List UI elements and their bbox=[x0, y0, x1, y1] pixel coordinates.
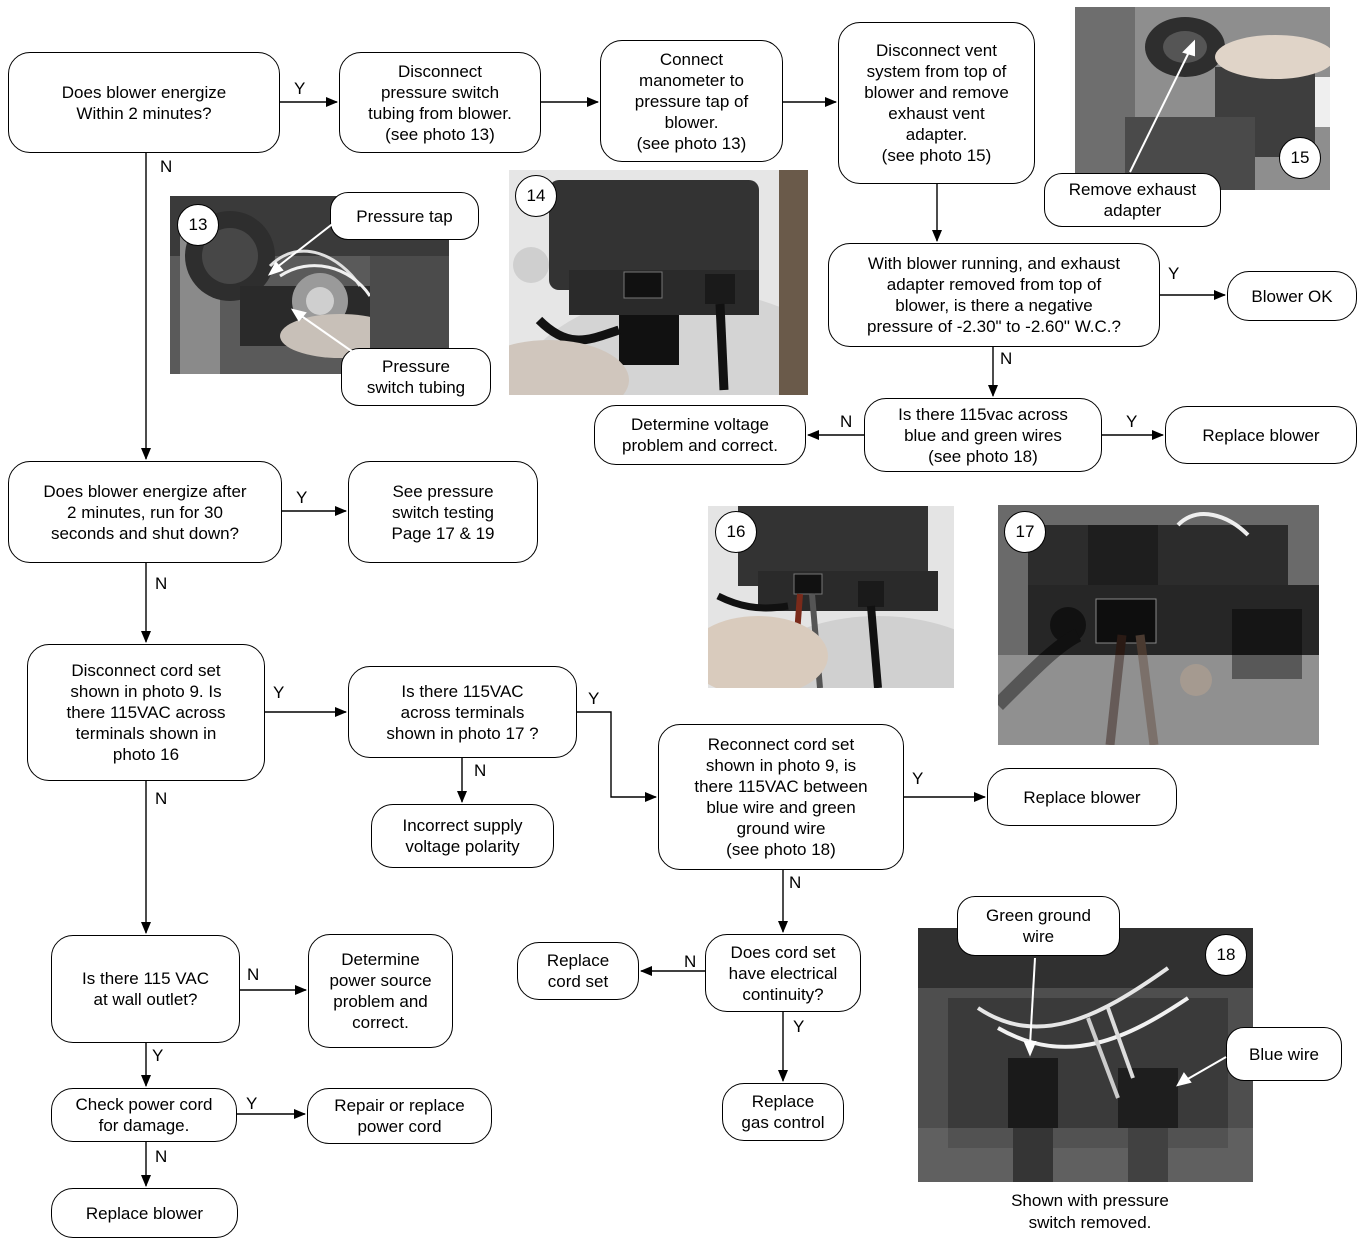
node-blower-ok: Blower OK bbox=[1227, 271, 1357, 321]
photo-18 bbox=[918, 928, 1253, 1182]
node-repair-power-cord: Repair or replace power cord bbox=[307, 1088, 492, 1144]
edge-label-no: N bbox=[1000, 349, 1013, 368]
node-replace-blower-1: Replace blower bbox=[1165, 406, 1357, 464]
node-determine-power-source: Determine power source problem and corre… bbox=[308, 934, 453, 1048]
edge-label-yes: Y bbox=[273, 683, 285, 702]
edge-label-yes: Y bbox=[588, 689, 600, 708]
edge-label-yes: Y bbox=[793, 1017, 805, 1036]
edge-label-yes: Y bbox=[296, 488, 308, 507]
node-disconnect-cord-question: Disconnect cord set shown in photo 9. Is… bbox=[27, 644, 265, 781]
edge-label-no: N bbox=[474, 761, 487, 780]
photo-14 bbox=[509, 170, 808, 395]
node-disconnect-vent: Disconnect vent system from top of blowe… bbox=[838, 22, 1035, 184]
edge-label-yes: Y bbox=[912, 769, 924, 788]
edge-label-no: N bbox=[155, 789, 168, 808]
edge-label-yes: Y bbox=[1168, 264, 1180, 283]
callout-pressure-tap: Pressure tap bbox=[330, 192, 479, 240]
callout-blue-wire: Blue wire bbox=[1226, 1027, 1342, 1081]
edge-label-no: N bbox=[155, 574, 168, 593]
node-replace-blower-2: Replace blower bbox=[987, 768, 1177, 826]
node-determine-voltage: Determine voltage problem and correct. bbox=[594, 405, 806, 465]
node-negative-pressure-question: With blower running, and exhaust adapter… bbox=[828, 243, 1160, 347]
node-blower-energize-after-question: Does blower energize after 2 minutes, ru… bbox=[8, 461, 282, 563]
photo-17-number-badge: 17 bbox=[1004, 511, 1046, 553]
callout-green-ground-wire: Green ground wire bbox=[957, 896, 1120, 956]
node-connect-manometer: Connect manometer to pressure tap of blo… bbox=[600, 40, 783, 162]
edge-label-no: N bbox=[247, 965, 260, 984]
edge-label-yes: Y bbox=[246, 1094, 258, 1113]
node-115vac-photo17-question: Is there 115VAC across terminals shown i… bbox=[348, 666, 577, 758]
node-wall-outlet-question: Is there 115 VAC at wall outlet? bbox=[51, 935, 240, 1043]
node-see-pressure-switch: See pressure switch testing Page 17 & 19 bbox=[348, 461, 538, 563]
edge-label-no: N bbox=[155, 1147, 168, 1166]
node-blower-energize-2min: Does blower energize Within 2 minutes? bbox=[8, 52, 280, 153]
photo-15 bbox=[1075, 7, 1330, 190]
callout-pressure-switch-tubing: Pressure switch tubing bbox=[341, 348, 491, 406]
node-115vac-blue-green-question: Is there 115vac across blue and green wi… bbox=[864, 398, 1102, 472]
photo-13-number-badge: 13 bbox=[177, 204, 219, 246]
edge-label-no: N bbox=[840, 412, 853, 431]
node-check-power-cord: Check power cord for damage. bbox=[51, 1088, 237, 1142]
node-replace-gas-control: Replace gas control bbox=[722, 1083, 844, 1141]
callout-remove-exhaust-adapter: Remove exhaust adapter bbox=[1044, 173, 1221, 227]
edge-label-no: N bbox=[789, 873, 802, 892]
node-reconnect-cord-question: Reconnect cord set shown in photo 9, is … bbox=[658, 724, 904, 870]
node-incorrect-polarity: Incorrect supply voltage polarity bbox=[371, 804, 554, 868]
photo-16-number-badge: 16 bbox=[715, 511, 757, 553]
photo-18-caption: Shown with pressure switch removed. bbox=[1011, 1191, 1169, 1232]
node-cord-continuity-question: Does cord set have electrical continuity… bbox=[705, 934, 861, 1012]
photo-18-number-badge: 18 bbox=[1205, 934, 1247, 976]
edge-label-yes: Y bbox=[1126, 412, 1138, 431]
photo-14-number-badge: 14 bbox=[515, 175, 557, 217]
photo-15-number-badge: 15 bbox=[1279, 137, 1321, 179]
edge-label-no: N bbox=[684, 952, 697, 971]
edge-label-yes: Y bbox=[294, 79, 306, 98]
edge-label-no: N bbox=[160, 157, 173, 176]
edge-label-yes: Y bbox=[152, 1046, 164, 1065]
node-replace-blower-3: Replace blower bbox=[51, 1188, 238, 1238]
node-replace-cord-set: Replace cord set bbox=[517, 942, 639, 1000]
photo-17 bbox=[998, 505, 1319, 745]
node-disconnect-tubing: Disconnect pressure switch tubing from b… bbox=[339, 52, 541, 153]
